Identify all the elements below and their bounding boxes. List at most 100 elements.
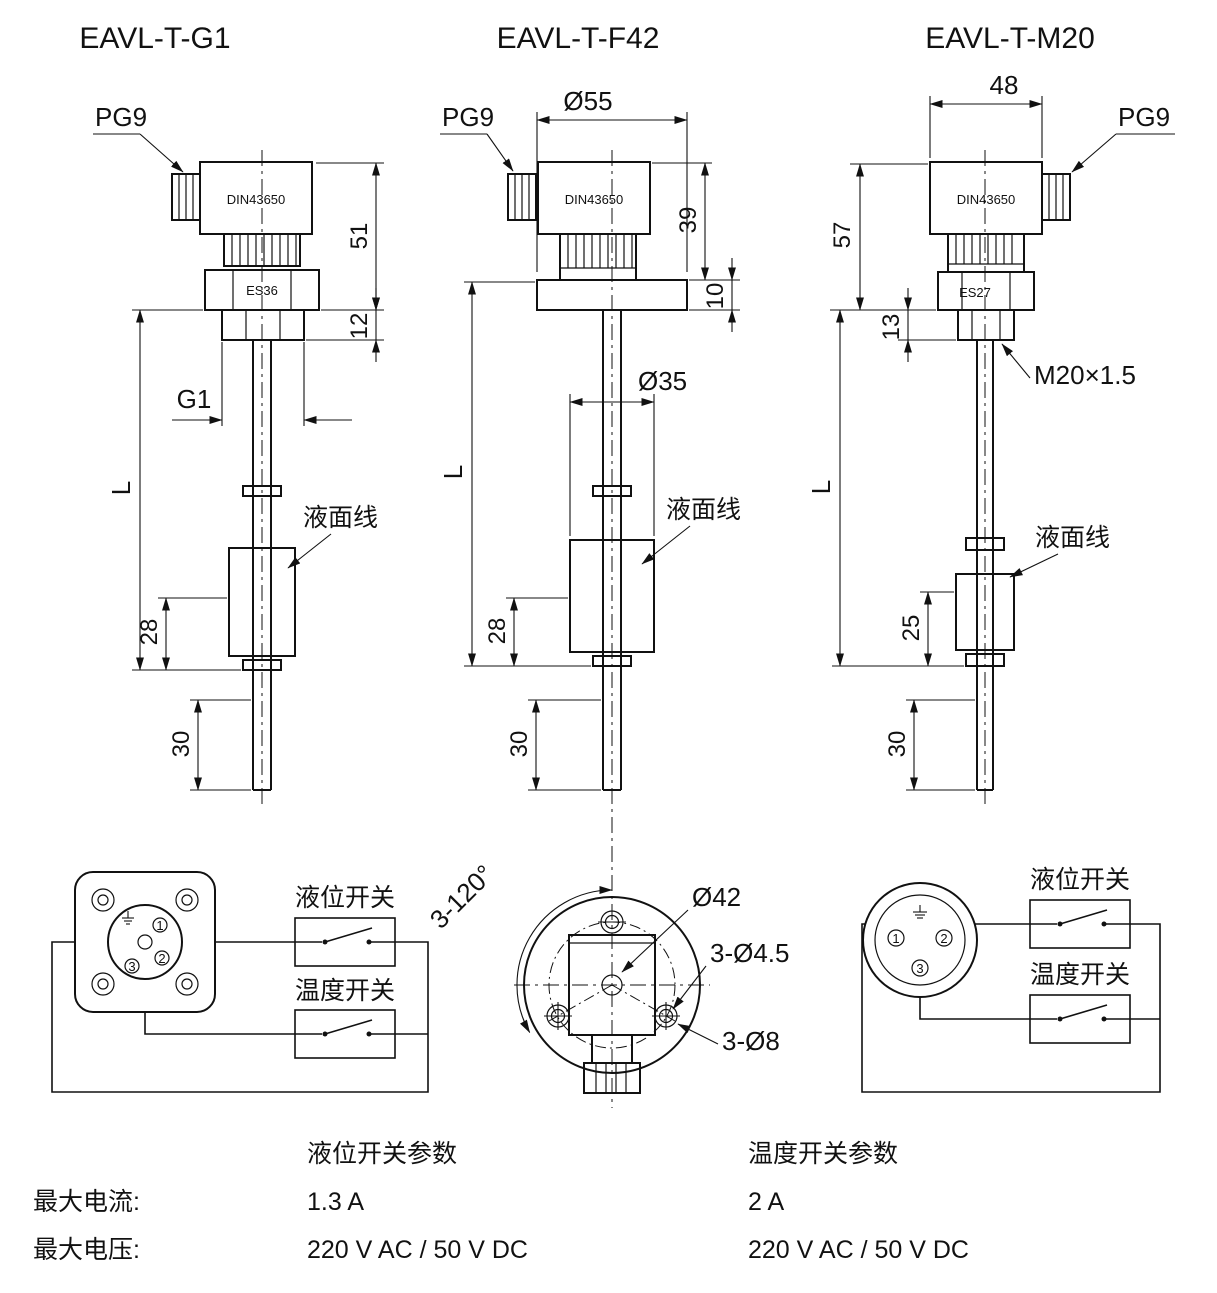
drawing-f42: DIN43650 PG9 — [438, 86, 741, 1108]
pg9-callout: PG9 — [93, 102, 184, 173]
dim-30-text: 30 — [884, 731, 911, 758]
dim-30: 30 — [168, 699, 251, 791]
dim-12: 12 — [306, 288, 384, 362]
dim-13: 13 — [878, 288, 956, 362]
pin-1 — [887, 929, 905, 947]
m20-thread-text: M20×1.5 — [1034, 360, 1136, 390]
dim-L: L — [106, 309, 241, 671]
max-current-level-value: 1.3 A — [307, 1188, 364, 1216]
dim-57-text: 57 — [829, 222, 856, 249]
dia42-callout: Ø42 — [621, 882, 741, 973]
stop-ring-lower — [965, 653, 1005, 667]
dim-30-text: 30 — [168, 731, 195, 758]
temp-switch-symbol — [295, 1019, 395, 1037]
stop-ring-lower — [592, 655, 632, 667]
dim-28-text: 28 — [484, 618, 511, 645]
circuit-wires — [51, 941, 429, 1093]
liquid-line-callout: 液面线 — [1009, 524, 1110, 578]
dim-51-text: 51 — [346, 223, 373, 250]
ground-icon — [122, 911, 134, 925]
dim-13-text: 13 — [878, 314, 905, 341]
dim-28: 28 — [484, 597, 568, 667]
liquid-line-callout: 液面线 — [641, 496, 741, 565]
circuit-wires — [861, 923, 1161, 1093]
drawing-m20: DIN43650 ES27 — [806, 70, 1175, 806]
guide-tube — [976, 340, 994, 791]
pin-2-label: 2 — [940, 931, 947, 946]
connector-face-plate — [74, 871, 216, 1013]
max-current-temp-value: 2 A — [748, 1188, 784, 1216]
liquid-line-label: 液面线 — [1035, 524, 1110, 552]
din43650-label: DIN43650 — [227, 192, 286, 207]
dim-10: 10 — [689, 258, 740, 332]
pg9-gland — [1041, 173, 1071, 221]
dim-L-text: L — [106, 481, 136, 495]
bolt-hole-lower-right — [652, 1002, 680, 1030]
dim-28-text: 28 — [136, 619, 163, 646]
din43650-label: DIN43650 — [957, 192, 1016, 207]
guide-tube — [602, 310, 622, 791]
angle-120-callout: 3-120° — [424, 859, 613, 1034]
guide-tube — [252, 340, 272, 791]
dia55-text: Ø55 — [563, 86, 612, 116]
dim-10-text: 10 — [702, 283, 729, 310]
liquid-line-label: 液面线 — [303, 504, 378, 532]
title-eavl-t-f42: EAVL-T-F42 — [497, 22, 660, 55]
dim-57: 57 — [829, 163, 936, 311]
level-params-header: 液位开关参数 — [307, 1140, 457, 1168]
pin-1 — [152, 917, 168, 933]
dim-48: 48 — [929, 70, 1043, 158]
dim-30-text: 30 — [506, 731, 533, 758]
schematic-round-connector: 1 2 3 液位开关 温度开关 — [861, 866, 1161, 1093]
coupling-ring — [947, 233, 1025, 273]
max-voltage-level-value: 220 V AC / 50 V DC — [307, 1236, 528, 1264]
stop-ring-lower — [242, 659, 282, 671]
pg9-callout: PG9 — [1071, 102, 1175, 173]
dim-25: 25 — [898, 591, 954, 667]
coupling-ring — [223, 233, 301, 267]
pin-3-label: 3 — [916, 961, 923, 976]
es36-label: ES36 — [246, 283, 278, 298]
g1-thread-text: G1 — [177, 384, 212, 414]
level-switch-label: 液位开关 — [295, 884, 395, 912]
pg9-label: PG9 — [442, 102, 494, 132]
dim-28: 28 — [136, 597, 227, 671]
pin-2 — [154, 950, 170, 966]
stop-ring-upper — [242, 485, 282, 497]
level-switch-symbol — [295, 927, 395, 945]
float — [955, 573, 1015, 651]
schematic-din-connector: 1 2 3 液位开关 温度开关 — [51, 871, 429, 1093]
liquid-line-callout: 液面线 — [287, 504, 378, 569]
dim-39: 39 — [652, 162, 740, 281]
pg9-callout: PG9 — [440, 102, 514, 172]
dim-48-text: 48 — [990, 70, 1019, 100]
dim-dia35: Ø35 — [569, 366, 687, 536]
din43650-label: DIN43650 — [565, 192, 624, 207]
dim-g1-thread: G1 — [172, 342, 352, 426]
dim-L: L — [806, 309, 964, 667]
dim-30: 30 — [506, 699, 601, 791]
title-eavl-t-m20: EAVL-T-M20 — [925, 22, 1095, 55]
float — [569, 539, 655, 653]
pg9-label: PG9 — [1118, 102, 1170, 132]
temp-switch-label: 温度开关 — [295, 977, 395, 1005]
pin-1-label: 1 — [892, 931, 899, 946]
pin-2 — [935, 929, 953, 947]
connector-face-inner — [874, 894, 966, 986]
connector-face-outer — [862, 882, 978, 998]
locknut — [221, 309, 305, 341]
temp-switch-label: 温度开关 — [1030, 961, 1130, 989]
dim-12-text: 12 — [346, 313, 373, 340]
pin-3-label: 3 — [128, 959, 135, 974]
dim-L: L — [438, 281, 591, 667]
dim-30: 30 — [884, 699, 975, 791]
ground-icon — [913, 905, 927, 919]
level-switch-symbol — [1030, 909, 1130, 927]
hex-es27: ES27 — [937, 271, 1035, 311]
dim-51: 51 — [316, 162, 384, 311]
dim-L-text: L — [438, 465, 468, 479]
angle-120-text: 3-120° — [424, 859, 500, 935]
pin-3 — [911, 959, 929, 977]
